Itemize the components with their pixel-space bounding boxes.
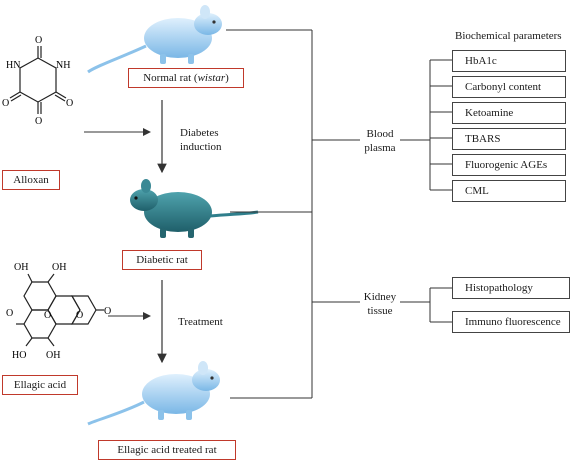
param-tbars: TBARS — [452, 128, 566, 150]
normal-rat-suffix: ) — [225, 72, 229, 84]
ellagic-treated-rat-image — [87, 361, 220, 426]
alloxan-atom-o-bottom: O — [35, 116, 42, 127]
alloxan-atom-hn: HN — [6, 60, 20, 71]
ellagic-atom-ho1: HO — [12, 350, 26, 361]
param-fluorogenic-ages: Fluorogenic AGEs — [452, 154, 566, 176]
kidney-line1: Kidney — [363, 291, 397, 303]
alloxan-atom-o-right: O — [66, 98, 73, 109]
alloxan-label: Alloxan — [2, 170, 60, 190]
treatment-step-label: Treatment — [178, 316, 223, 328]
diabetic-rat-image — [130, 179, 259, 238]
kidney-histopathology: Histopathology — [452, 277, 570, 299]
alloxan-structure — [9, 46, 67, 114]
param-cml: CML — [452, 180, 566, 202]
induction-line1: Diabetes — [180, 127, 219, 139]
param-carbonyl-content: Carbonyl content — [452, 76, 566, 98]
alloxan-atom-o-left: O — [2, 98, 9, 109]
kidney-tissue-label: Kidney tissue — [358, 290, 402, 318]
kidney-line2: tissue — [367, 305, 393, 317]
diabetic-rat-label: Diabetic rat — [122, 250, 202, 270]
biochemical-bracket — [429, 59, 452, 191]
normal-rat-image — [87, 5, 222, 74]
ellagic-atom-oh3: OH — [46, 350, 60, 361]
normal-rat-prefix: Normal rat ( — [143, 72, 198, 84]
induction-step-label: Diabetes induction — [180, 126, 222, 154]
blood-plasma-label: Blood plasma — [358, 127, 402, 155]
ellagic-atom-oh2: OH — [52, 262, 66, 273]
ellagic-atom-o3: O — [76, 310, 83, 321]
ellagic-atom-oh1: OH — [14, 262, 28, 273]
biochemical-parameters-heading: Biochemical parameters — [455, 30, 562, 42]
kidney-bracket — [429, 287, 452, 323]
blood-line2: plasma — [364, 142, 396, 154]
blood-line1: Blood — [366, 128, 394, 140]
induction-line2: induction — [180, 141, 222, 153]
normal-rat-strain: wistar — [197, 72, 226, 84]
ellagic-acid-structure — [16, 273, 104, 347]
kidney-immunofluorescence: Immuno fluorescence — [452, 311, 570, 333]
alloxan-atom-o-top: O — [35, 35, 42, 46]
ellagic-atom-o1: O — [6, 308, 13, 319]
param-ketoamine: Ketoamine — [452, 102, 566, 124]
ellagic-acid-label: Ellagic acid — [2, 375, 78, 395]
ellagic-atom-o4: O — [104, 306, 111, 317]
normal-rat-label: Normal rat (wistar) — [128, 68, 244, 88]
ellagic-atom-o2: O — [44, 310, 51, 321]
param-hba1c: HbA1c — [452, 50, 566, 72]
alloxan-atom-nh: NH — [56, 60, 70, 71]
sample-connectors — [226, 29, 430, 399]
ellagic-treated-rat-label: Ellagic acid treated rat — [98, 440, 236, 460]
